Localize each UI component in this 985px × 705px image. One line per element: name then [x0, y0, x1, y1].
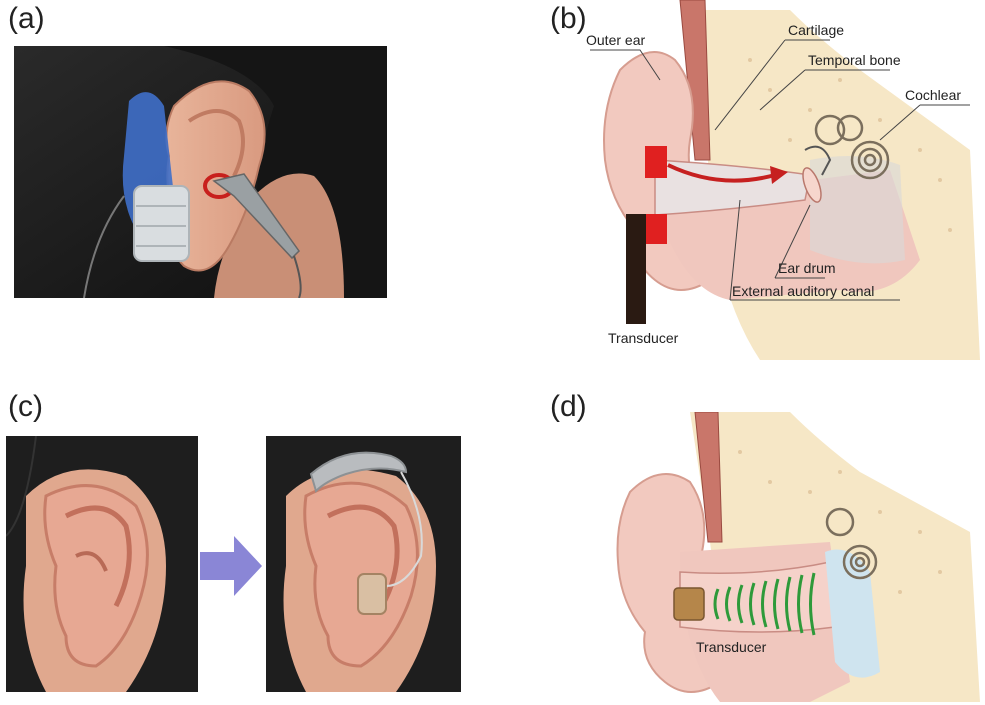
ear-anatomy-diagram-d: Transducer: [610, 412, 980, 702]
ear-photo-with-transducer: [14, 46, 387, 298]
label-transducer-d: Transducer: [696, 639, 767, 655]
label-cartilage: Cartilage: [788, 22, 844, 38]
ear-photo-before: [6, 436, 198, 692]
label-ear-drum: Ear drum: [778, 260, 836, 276]
label-external-auditory-canal: External auditory canal: [732, 283, 874, 299]
label-outer-ear: Outer ear: [586, 32, 645, 48]
panel-d-label: (d): [550, 390, 587, 424]
arrow-right-icon: [200, 536, 262, 596]
label-transducer-b: Transducer: [608, 330, 679, 346]
transducer-red-bottom: [645, 214, 667, 244]
transducer-beige: [358, 574, 386, 614]
ear-photo-after: [266, 436, 461, 692]
label-temporal-bone: Temporal bone: [808, 52, 901, 68]
panel-c-label: (c): [8, 390, 43, 424]
transducer-tan: [674, 588, 704, 620]
transducer-bar: [626, 214, 646, 324]
panel-a-label: (a): [8, 2, 45, 36]
ear-anatomy-diagram-b: Outer ear Cartilage Temporal bone Cochle…: [560, 0, 980, 360]
label-cochlear: Cochlear: [905, 87, 961, 103]
transducer-red-top: [645, 146, 667, 178]
